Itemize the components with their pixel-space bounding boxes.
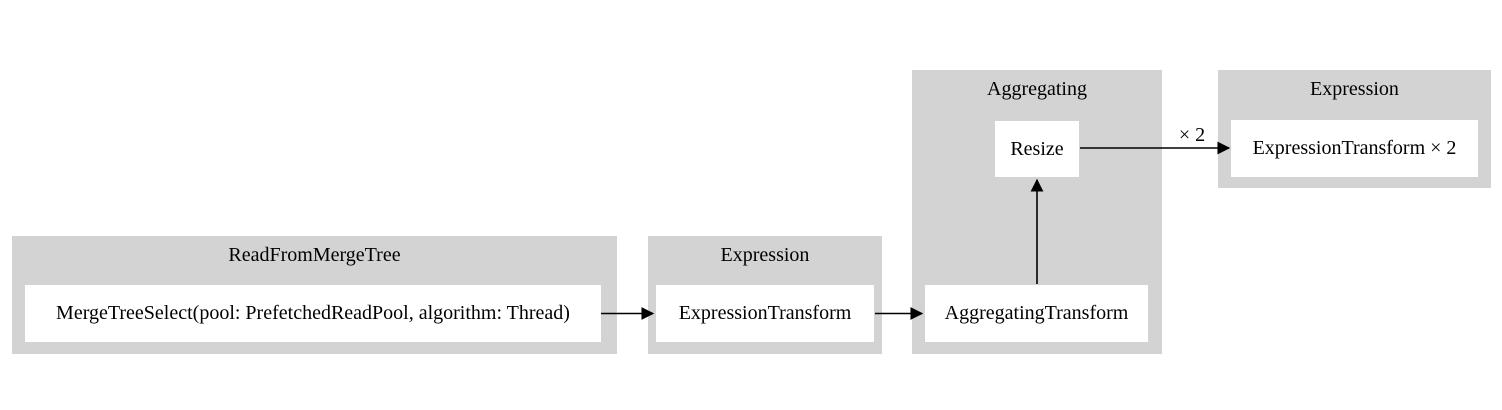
node-aggregatingtransform: AggregatingTransform xyxy=(925,285,1148,342)
cluster-aggregating: Aggregating Resize AggregatingTransform xyxy=(912,70,1162,354)
edge-multiplicity-label: × 2 xyxy=(1178,124,1206,146)
node-expressiontransform: ExpressionTransform xyxy=(656,285,874,342)
cluster-readfrommergetree: ReadFromMergeTree MergeTreeSelect(pool: … xyxy=(12,236,617,354)
cluster-expression-2: Expression ExpressionTransform × 2 xyxy=(1218,70,1491,188)
node-mergetreeselect: MergeTreeSelect(pool: PrefetchedReadPool… xyxy=(25,285,601,342)
node-label: MergeTreeSelect(pool: PrefetchedReadPool… xyxy=(56,302,570,324)
node-label: ExpressionTransform xyxy=(678,302,852,324)
cluster-expression-1: Expression ExpressionTransform xyxy=(648,236,882,354)
node-expressiontransform-x2: ExpressionTransform × 2 xyxy=(1231,120,1478,177)
cluster-title: ReadFromMergeTree xyxy=(228,244,401,266)
cluster-title: Expression xyxy=(720,244,810,266)
node-label: Resize xyxy=(1010,137,1064,160)
node-label: AggregatingTransform xyxy=(944,302,1129,324)
cluster-title: Expression xyxy=(1310,78,1399,100)
node-label: ExpressionTransform × 2 xyxy=(1252,137,1457,159)
node-resize: Resize xyxy=(995,121,1079,177)
cluster-title: Aggregating xyxy=(987,78,1087,100)
